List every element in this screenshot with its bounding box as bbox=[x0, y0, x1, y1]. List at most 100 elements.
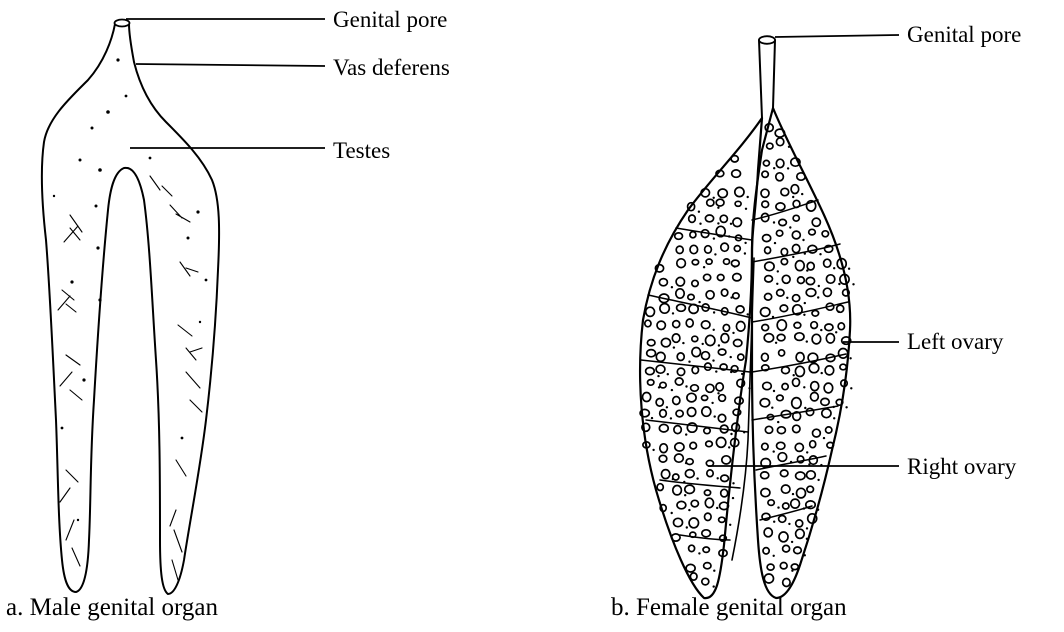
ovary-egg bbox=[796, 520, 803, 527]
ovary-egg bbox=[811, 382, 819, 391]
ovary-dot bbox=[803, 507, 805, 509]
ovary-egg bbox=[796, 472, 805, 480]
ovary-egg bbox=[686, 319, 693, 327]
ovary-egg bbox=[768, 500, 774, 506]
ovary-egg bbox=[823, 288, 831, 296]
ovary-egg bbox=[806, 289, 816, 297]
ovary-dot bbox=[833, 417, 835, 419]
ovary-egg bbox=[646, 368, 655, 375]
ovary-egg bbox=[702, 578, 709, 585]
ovary-egg bbox=[807, 486, 814, 492]
ovary-egg bbox=[677, 353, 684, 361]
ovary-egg bbox=[763, 160, 769, 166]
ovary-egg bbox=[761, 308, 770, 317]
ovary-dot bbox=[671, 286, 673, 288]
ovary-egg bbox=[811, 322, 818, 329]
ovary-dot bbox=[803, 314, 805, 316]
ovary-egg bbox=[672, 334, 680, 342]
ovary-dot bbox=[744, 252, 746, 254]
ovary-dot bbox=[773, 167, 775, 169]
ovary-dot bbox=[713, 585, 715, 587]
ovary-egg bbox=[794, 322, 801, 328]
ovary-dot bbox=[712, 359, 714, 361]
ovary-egg bbox=[767, 564, 774, 570]
ovary-egg bbox=[719, 517, 725, 522]
ovary-egg bbox=[724, 259, 730, 264]
ovary-egg bbox=[676, 277, 684, 286]
ovary-egg bbox=[812, 311, 819, 317]
ovary-egg bbox=[674, 426, 681, 434]
ovary-egg bbox=[685, 485, 695, 493]
ovary-dot bbox=[717, 207, 719, 209]
ovary-egg bbox=[810, 441, 816, 448]
ovary-egg bbox=[656, 352, 665, 361]
ovary-egg bbox=[731, 260, 739, 266]
ovary-dot bbox=[789, 226, 791, 228]
ovary-dot bbox=[786, 297, 788, 299]
ovary-egg bbox=[648, 380, 654, 386]
leader-female-genital-pore bbox=[775, 35, 899, 37]
ovary-dot bbox=[774, 242, 776, 244]
ovary-egg bbox=[702, 530, 711, 537]
ovary-egg bbox=[776, 230, 782, 236]
ovary-egg bbox=[661, 338, 670, 346]
ovary-dot bbox=[717, 222, 719, 224]
ovary-egg bbox=[676, 246, 683, 253]
ovary-dot bbox=[651, 417, 653, 419]
ovary-egg bbox=[676, 410, 683, 417]
ovary-egg bbox=[765, 426, 772, 433]
ovary-egg bbox=[783, 503, 789, 509]
ovary-dot bbox=[698, 552, 700, 554]
ovary-dot bbox=[775, 342, 777, 344]
ovary-dot bbox=[820, 329, 822, 331]
ovary-egg bbox=[811, 393, 819, 401]
ovary-dot bbox=[730, 223, 732, 225]
ovary-dot bbox=[748, 387, 750, 389]
ovary-dot bbox=[747, 196, 749, 198]
ovary-egg bbox=[812, 218, 820, 226]
ovary-egg bbox=[660, 444, 668, 453]
ovary-dot bbox=[801, 193, 803, 195]
male-vessels bbox=[58, 176, 202, 580]
ovary-dot bbox=[790, 461, 792, 463]
ovary-dot bbox=[821, 372, 823, 374]
ovary-egg bbox=[780, 470, 788, 477]
ovary-egg bbox=[809, 364, 819, 373]
ovary-egg bbox=[719, 395, 726, 402]
ovary-dot bbox=[670, 417, 672, 419]
ovary-egg bbox=[704, 274, 711, 280]
ovary-egg bbox=[795, 333, 804, 341]
ovary-dot bbox=[777, 421, 779, 423]
ovary-dot bbox=[714, 415, 716, 417]
ovary-egg bbox=[673, 397, 680, 405]
ovary-dot bbox=[673, 346, 675, 348]
ovary-egg bbox=[688, 294, 694, 299]
ovary-dot bbox=[702, 343, 704, 345]
ovary-egg bbox=[779, 350, 785, 356]
ovary-egg bbox=[825, 366, 834, 375]
ovary-dot bbox=[685, 385, 687, 387]
ovary-egg bbox=[706, 335, 715, 345]
ovary-dot bbox=[715, 370, 717, 372]
ovary-dot bbox=[684, 494, 686, 496]
ovary-egg bbox=[761, 489, 770, 497]
ovary-egg bbox=[721, 334, 729, 343]
ovary-egg bbox=[677, 304, 686, 311]
ovary-egg bbox=[795, 443, 803, 451]
ovary-egg bbox=[721, 289, 727, 296]
ovary-egg bbox=[691, 385, 699, 391]
ovary-egg bbox=[734, 340, 742, 347]
ovary-dot bbox=[688, 361, 690, 363]
ovary-egg bbox=[764, 574, 773, 583]
ovary-egg bbox=[723, 325, 729, 332]
ovary-egg bbox=[702, 352, 710, 360]
ovary-egg bbox=[707, 470, 713, 477]
ovary-dot bbox=[732, 482, 734, 484]
ovary-dot bbox=[848, 268, 850, 270]
ovary-dot bbox=[773, 450, 775, 452]
ovary-egg bbox=[689, 545, 695, 551]
ovary-egg bbox=[781, 259, 787, 265]
ovary-egg bbox=[705, 513, 712, 520]
ovary-egg bbox=[791, 564, 798, 570]
ovary-dot bbox=[806, 340, 808, 342]
